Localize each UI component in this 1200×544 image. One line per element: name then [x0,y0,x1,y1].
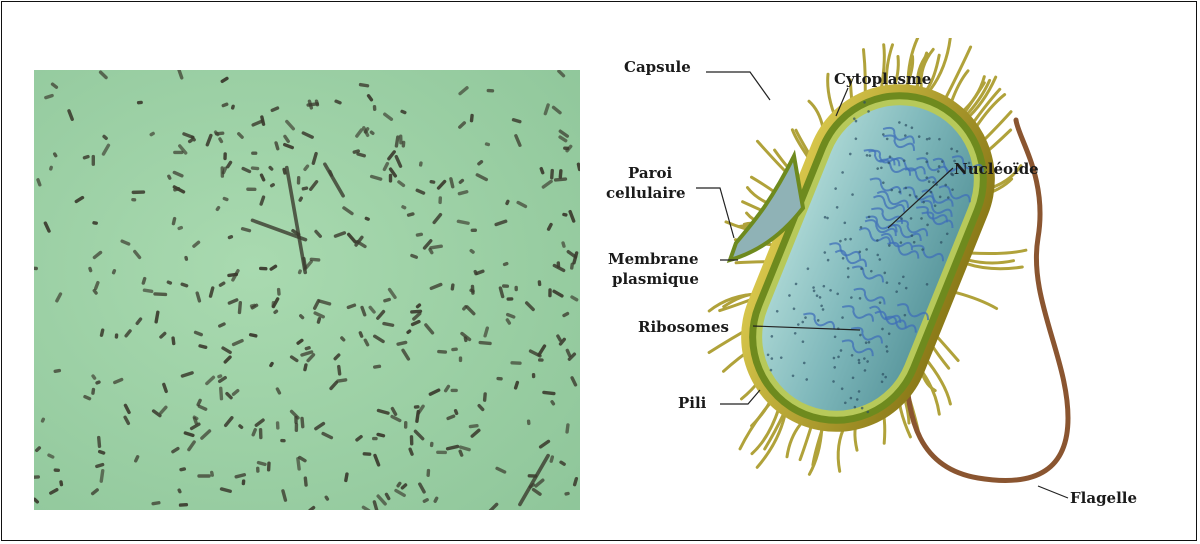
pilus [967,264,1023,269]
bacterium-rod [404,421,408,429]
bacterium-rod [487,89,495,93]
label-ribosomes: Ribosomes [638,318,729,336]
bacterium-rod [410,435,414,446]
label-nucleoide: Nucléoïde [954,160,1039,178]
bacterium-rod [132,190,146,194]
label-membrane-line1: Membrane [608,250,699,268]
label-paroi-line2: cellulaire [606,184,686,202]
bacterium-rod [548,288,552,297]
bacterium-rod [259,267,268,271]
micrograph-image [34,70,580,510]
bacterium-rod [471,228,478,232]
bacterium-rod [223,152,227,160]
label-cytoplasme: Cytoplasme [834,70,931,88]
bacterium-rod [256,467,260,473]
label-membrane-line2: plasmique [612,270,699,288]
bacterium-rod [197,474,211,477]
bacterium-rod [437,350,447,354]
bacterium-rod [173,151,183,154]
pilus [800,428,811,460]
bacterium-rod [436,451,447,455]
pilus [970,250,1026,253]
bacterium-rod [259,428,263,439]
pilus [968,260,1014,263]
bacterium-rod [459,356,462,362]
bacterium-rod [451,389,458,392]
bacterium-rod [372,437,378,440]
bacterium-rod [538,358,544,361]
pilus [736,262,767,263]
bacterium-rod [532,373,536,378]
bacterium-diagram: Capsule Cytoplasme Paroi cellulaire Nucl… [598,38,1198,528]
bacterium-rod [92,155,95,166]
bacterium-rod [246,188,256,192]
bacterium-rod [438,196,442,204]
label-pili: Pili [678,394,707,412]
pilus [787,425,800,457]
bacterium-rod [506,297,513,301]
pilus [952,71,968,102]
bacterium-rod [389,174,392,183]
bacterium-rod [426,469,430,477]
bacterium-rod [54,468,61,472]
label-paroi-line1: Paroi [628,164,673,182]
bacterium-rod [514,286,517,292]
label-capsule: Capsule [624,58,691,76]
bacterium-rod [502,284,509,288]
bacterium-rod [276,421,280,429]
bacterium-rod [179,503,189,507]
pilus [956,293,996,309]
label-flagelle: Flagelle [1070,489,1137,507]
pilus [931,38,951,89]
bacterium-rod [510,361,521,365]
bacterium-rod [280,439,286,443]
bacterium-rod [373,105,377,111]
bacterium-rod [153,292,167,296]
bacterium-rod [295,423,299,432]
bacterium-rod [297,176,301,185]
bacterium-rod [362,452,371,456]
bacterium-rod [267,461,271,471]
bacterium-rod [251,151,257,155]
